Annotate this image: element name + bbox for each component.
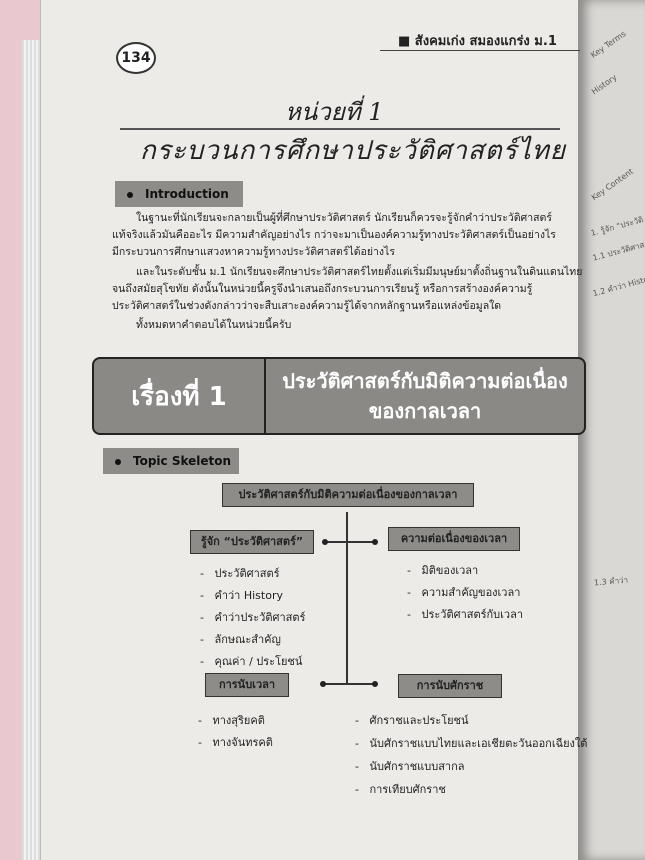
intro-line: และในระดับชั้น ม.1 นักเรียนจะศึกษาประวัต… [136, 266, 583, 278]
facing-text: Key Content [589, 166, 636, 203]
intro-line: ทั้งหมดหาคำตอบได้ในหน่วยนี้ครับ [136, 319, 292, 331]
node-dot [322, 539, 328, 545]
connector-line [323, 683, 375, 685]
page-number: 134 [116, 42, 156, 74]
intro-line: ในฐานะที่นักเรียนจะกลายเป็นผู้ที่ศึกษาปร… [136, 212, 552, 224]
facing-text: 1.3 คำว่า [593, 575, 629, 588]
heading-text: Topic Skeleton [133, 454, 232, 468]
dash: - [200, 655, 215, 668]
dash: - [355, 737, 370, 750]
item-text: คำว่า History [214, 589, 283, 602]
skeleton-item: - นับศักราชแบบสากล [355, 757, 465, 775]
skeleton-item: - มิติของเวลา [407, 561, 478, 579]
unit-label: หน่วยที่ 1 [285, 98, 384, 126]
item-text: นับศักราชแบบสากล [369, 760, 465, 773]
facing-text: 1. รู้จัก “ประวัติ [589, 215, 645, 238]
item-text: คำว่าประวัติศาสตร์ [214, 611, 306, 624]
dash: - [198, 736, 213, 749]
chapter-title: ประวัติศาสตร์กับมิติความต่อเนื่องของกาลเ… [266, 359, 584, 433]
item-text: ประวัติศาสตร์ [214, 567, 280, 580]
node-dot [372, 539, 378, 545]
topic-skeleton-heading: Topic Skeleton [103, 448, 239, 474]
bullet-icon [127, 191, 133, 198]
chapter-label: เรื่องที่ 1 [94, 359, 266, 433]
dash: - [355, 714, 370, 727]
facing-text: 1.2 คำว่า Histo [591, 274, 645, 299]
chapter-title-line: ของกาลเวลา [368, 399, 482, 423]
bullet-icon [115, 458, 121, 465]
running-header: ■ สังคมเก่ง สมองแกร่ง ม.1 [398, 34, 557, 49]
branch-box: การนับศักราช [398, 674, 502, 698]
intro-line: ประวัติศาสตร์ในช่วงดังกล่าวว่าจะสืบเสาะอ… [112, 300, 502, 312]
skeleton-item: - คุณค่า / ประโยชน์ [200, 652, 302, 670]
dash: - [200, 611, 215, 624]
node-dot [372, 681, 378, 687]
dash: - [200, 567, 215, 580]
facing-page: Key Terms History Key Content 1. รู้จัก … [578, 0, 645, 860]
dash: - [407, 564, 422, 577]
skeleton-item: - ทางจันทรคติ [198, 733, 273, 751]
connector-line [346, 512, 348, 684]
item-text: คุณค่า / ประโยชน์ [214, 655, 303, 668]
skeleton-item: - คำว่า History [200, 586, 283, 604]
skeleton-item: - ทางสุริยคติ [198, 711, 265, 729]
skeleton-root: ประวัติศาสตร์กับมิติความต่อเนื่องของกาลเ… [222, 483, 474, 507]
dash: - [200, 633, 215, 646]
skeleton-item: - ประวัติศาสตร์ [200, 564, 280, 582]
skeleton-item: - ลักษณะสำคัญ [200, 630, 281, 648]
facing-text: History [589, 72, 619, 97]
item-text: ลักษณะสำคัญ [214, 633, 281, 646]
item-text: ทางสุริยคติ [212, 714, 265, 727]
dash: - [407, 608, 422, 621]
item-text: มิติของเวลา [421, 564, 479, 577]
dash: - [407, 586, 422, 599]
header-divider [380, 50, 580, 51]
item-text: ศักราชและประโยชน์ [369, 714, 469, 727]
introduction-heading: Introduction [115, 181, 243, 207]
skeleton-item: - ศักราชและประโยชน์ [355, 711, 469, 729]
title-rule [120, 128, 560, 130]
intro-line: แท้จริงแล้วมันคืออะไร มีความสำคัญอย่างไร… [112, 229, 556, 241]
dash: - [200, 589, 215, 602]
branch-box: รู้จัก “ประวัติศาสตร์” [190, 530, 314, 554]
dash: - [355, 783, 370, 796]
node-dot [320, 681, 326, 687]
intro-line: จนถึงสมัยสุโขทัย ดังนั้นในหน่วยนี้ครูจึง… [112, 283, 533, 295]
facing-text: Key Terms [589, 29, 628, 60]
unit-title: กระบวนการศึกษาประวัติศาสตร์ไทย [140, 136, 567, 166]
chapter-title-line: ประวัติศาสตร์กับมิติความต่อเนื่อง [282, 369, 568, 393]
facing-text: 1.1 ประวัติศาส [591, 240, 645, 263]
item-text: ความสำคัญของเวลา [421, 586, 521, 599]
heading-text: Introduction [145, 187, 229, 201]
skeleton-item: - คำว่าประวัติศาสตร์ [200, 608, 305, 626]
chapter-banner: เรื่องที่ 1 ประวัติศาสตร์กับมิติความต่อเ… [92, 357, 586, 435]
skeleton-item: - ความสำคัญของเวลา [407, 583, 520, 601]
page-edges [22, 40, 42, 860]
branch-box: การนับเวลา [205, 673, 289, 697]
skeleton-item: - ประวัติศาสตร์กับเวลา [407, 605, 523, 623]
item-text: ทางจันทรคติ [212, 736, 273, 749]
branch-box: ความต่อเนื่องของเวลา [388, 527, 520, 551]
skeleton-item: - นับศักราชแบบไทยและเอเชียตะวันออกเฉียงใ… [355, 734, 587, 752]
connector-line [325, 541, 375, 543]
item-text: นับศักราชแบบไทยและเอเชียตะวันออกเฉียงใต้ [369, 737, 588, 750]
skeleton-item: - การเทียบศักราช [355, 780, 446, 798]
intro-line: มีกระบวนการศึกษาแสวงหาความรู้ทางประวัติศ… [112, 246, 395, 258]
dash: - [355, 760, 370, 773]
item-text: การเทียบศักราช [369, 783, 446, 796]
item-text: ประวัติศาสตร์กับเวลา [421, 608, 524, 621]
dash: - [198, 714, 213, 727]
